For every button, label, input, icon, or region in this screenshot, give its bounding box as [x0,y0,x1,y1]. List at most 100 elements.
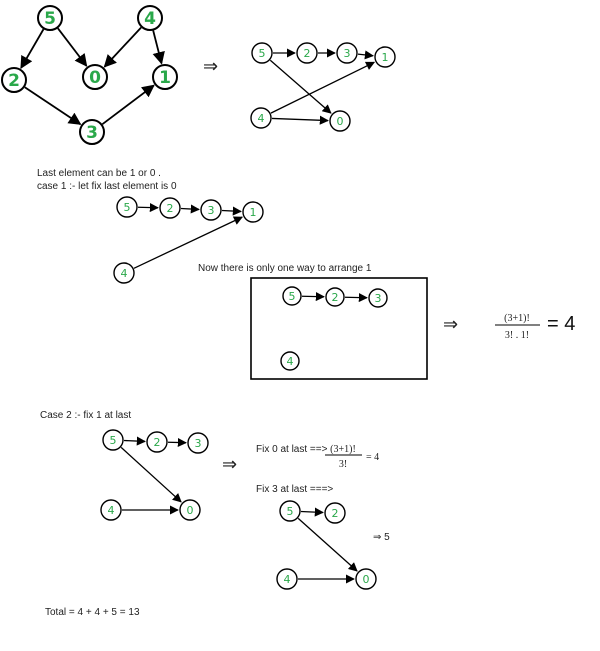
case1-numerator: (3+1)! [504,313,530,324]
edge-5-to-0 [57,27,88,67]
node-label-3: 3 [344,47,351,60]
case1-arrangement-box [250,277,428,380]
edge-3-to-1 [221,206,242,216]
node-label-4: 4 [108,504,115,517]
node-label-0: 0 [337,115,344,128]
node-1 [152,64,178,90]
node-2 [324,502,346,524]
graph-case2: 5 2 3 4 0 [100,429,209,521]
node-2 [325,287,345,307]
edge-5-to-0 [269,59,332,114]
node-3 [79,119,105,145]
edge-4-to-1 [270,61,376,114]
note-fix3: Fix 3 at last ===> [256,484,333,495]
edge-2-to-3 [24,86,82,125]
edge-4-to-0 [271,115,329,125]
edge-4-to-1 [152,30,165,65]
graph-case1-box: 5 2 3 4 [280,286,388,371]
node-2 [159,197,181,219]
node-label-0: 0 [89,68,101,88]
node-2 [296,42,318,64]
node-label-3: 3 [375,292,382,305]
edge-5-to-2 [20,28,45,69]
node-label-5: 5 [289,290,296,303]
node-label-4: 4 [121,267,128,280]
node-2 [1,67,27,93]
node-5 [102,429,124,451]
edge-3-to-1 [357,50,374,60]
node-label-1: 1 [250,206,257,219]
note-fix0: Fix 0 at last ==> [256,444,328,455]
node-0 [82,64,108,90]
node-4 [137,5,163,31]
node-label-1: 1 [159,68,171,88]
graph-chain: 5 2 3 1 4 0 [250,42,396,132]
node-1 [242,201,264,223]
edge-5-to-0 [120,446,182,503]
graph-case1: 5 2 3 1 4 [113,196,264,284]
note-case1: case 1 :- let fix last element is 0 [37,181,177,192]
node-label-5: 5 [124,201,131,214]
node-label-4: 4 [258,112,265,125]
node-label-2: 2 [332,291,339,304]
node-label-3: 3 [208,204,215,217]
node-label-3: 3 [86,123,98,143]
edge-4-to-0 [103,26,142,68]
node-5 [279,500,301,522]
node-1 [374,46,396,68]
implies-symbol-case1: ⇒ [443,314,458,335]
note-total: Total = 4 + 4 + 5 = 13 [45,607,140,618]
node-3 [187,432,209,454]
edge-3-to-1 [101,84,155,125]
node-label-0: 0 [363,573,370,586]
note-last-element: Last element can be 1 or 0 . [37,168,161,179]
node-label-1: 1 [382,51,389,64]
node-5 [282,286,302,306]
note-case2: Case 2 :- fix 1 at last [40,410,131,421]
fix3-result: ⇒ 5 [373,532,390,543]
edge-5-to-2 [123,436,146,446]
node-label-2: 2 [167,202,174,215]
note-one-way: Now there is only one way to arrange 1 [198,263,372,274]
node-5 [116,196,138,218]
case1-denominator: 3! . 1! [505,330,529,341]
node-label-2: 2 [332,507,339,520]
fix0-denominator: 3! [339,459,347,470]
node-label-5: 5 [110,434,117,447]
fix0-result: = 4 [366,452,379,463]
node-3 [368,288,388,308]
node-label-5: 5 [287,505,294,518]
node-label-5: 5 [259,47,266,60]
edge-5-to-2 [301,292,325,302]
node-4 [280,351,300,371]
node-label-3: 3 [195,437,202,450]
node-0 [329,110,351,132]
node-label-4: 4 [144,9,156,29]
fix0-numerator: (3+1)! [330,444,356,455]
edge-5-to-0 [297,517,358,572]
node-4 [276,568,298,590]
node-label-4: 4 [287,355,294,368]
node-5 [37,5,63,31]
node-0 [355,568,377,590]
implies-symbol-case2: ⇒ [222,454,237,475]
node-0 [179,499,201,521]
node-4 [113,262,135,284]
node-label-0: 0 [187,504,194,517]
edge-5-to-2 [300,507,324,517]
edge-4-to-1 [133,216,243,269]
edge-2-to-3 [344,293,368,303]
node-label-2: 2 [304,47,311,60]
edge-2-to-3 [180,204,200,214]
node-4 [100,499,122,521]
case1-result: = 4 [547,313,575,335]
node-5 [251,42,273,64]
node-3 [200,199,222,221]
node-4 [250,107,272,129]
node-label-5: 5 [44,9,56,29]
node-2 [146,431,168,453]
node-3 [336,42,358,64]
node-label-2: 2 [154,436,161,449]
